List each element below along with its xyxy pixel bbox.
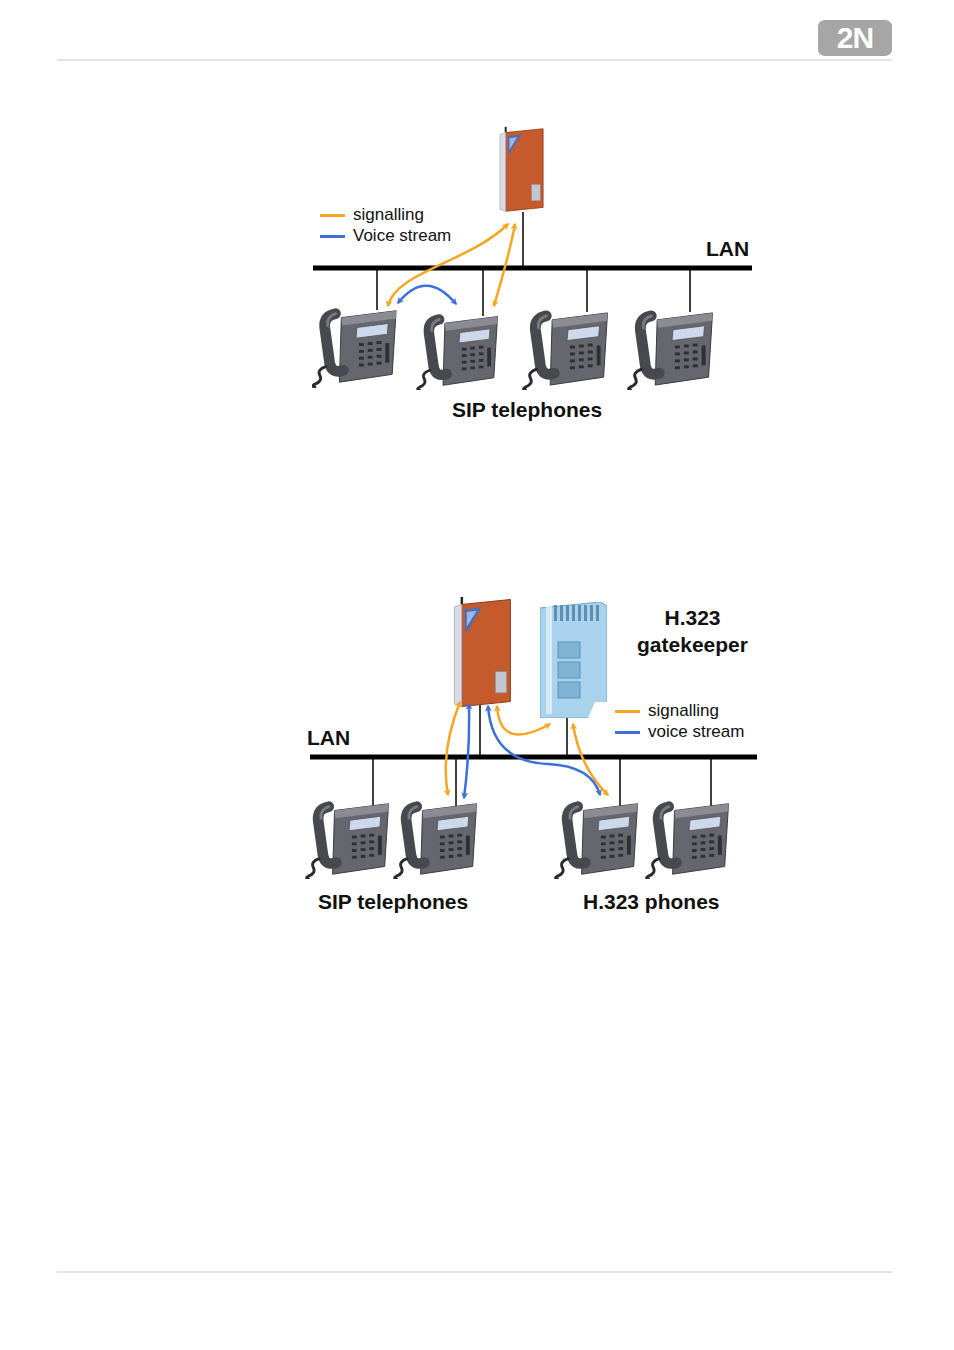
group-label: SIP telephones — [452, 398, 602, 422]
gatekeeper-node: H.323 gatekeeper — [540, 602, 607, 718]
legend-line — [615, 731, 640, 734]
group-label: SIP telephones — [318, 890, 468, 914]
node-heading: H.323 gatekeeper — [625, 604, 760, 658]
legend-line — [615, 710, 640, 713]
legend-text: signalling — [353, 205, 424, 225]
network-label: LAN — [307, 726, 350, 750]
logo-badge: 2N — [818, 20, 892, 56]
gatekeeper-box — [540, 602, 607, 718]
legend-line — [320, 235, 345, 238]
logo-text: 2N — [818, 20, 892, 56]
legend-line — [320, 214, 345, 217]
group-label: H.323 phones — [583, 890, 720, 914]
legend-text: Voice stream — [353, 226, 451, 246]
legend-text: voice stream — [648, 722, 744, 742]
legend-text: signalling — [648, 701, 719, 721]
network-label: LAN — [706, 237, 749, 261]
